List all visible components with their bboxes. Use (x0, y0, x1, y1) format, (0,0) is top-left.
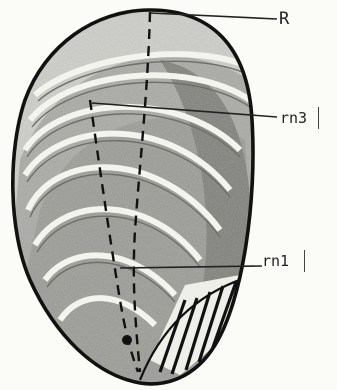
label-R: R (279, 11, 289, 28)
label-rn3: rn3 (280, 111, 307, 126)
apex-dot (122, 335, 132, 345)
label-rn1: rn1 (262, 254, 289, 269)
label-bar-rn3 (318, 107, 319, 129)
label-bar-rn1 (304, 250, 305, 272)
